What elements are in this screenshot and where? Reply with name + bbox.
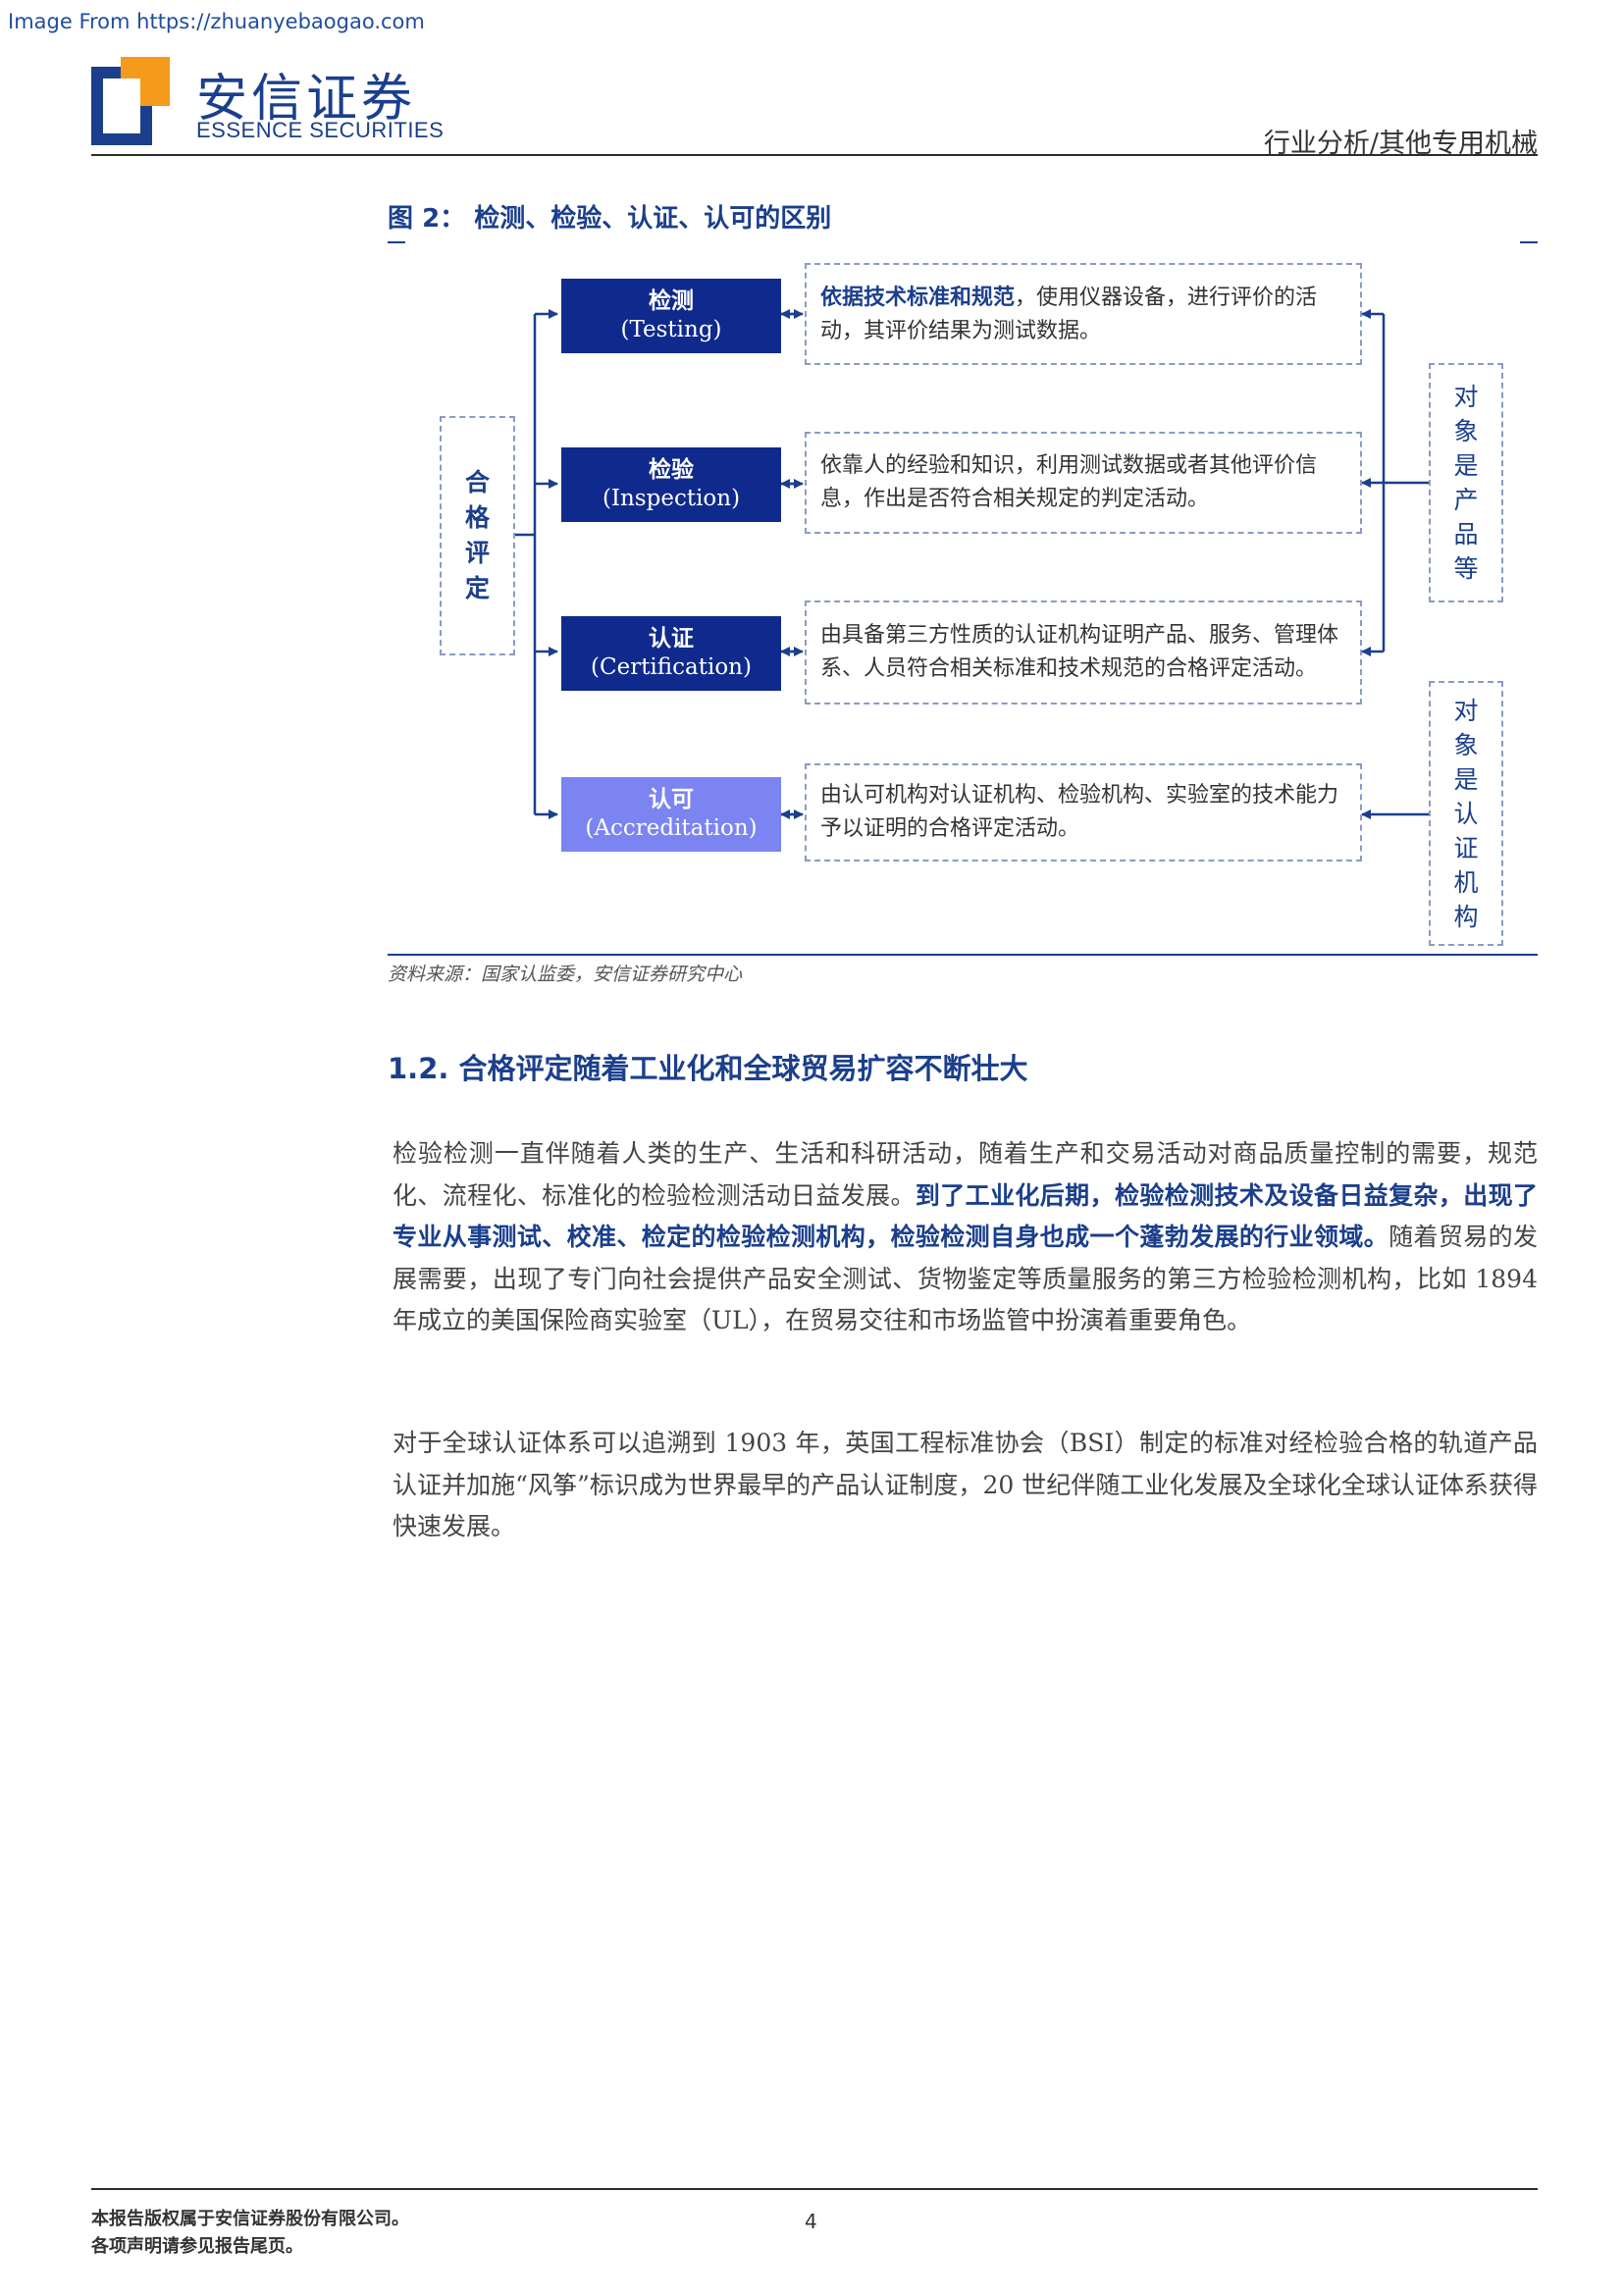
inspection-box: 检验 (Inspection) <box>561 447 781 522</box>
figure-source: 资料来源：国家认监委，安信证券研究中心 <box>388 964 743 985</box>
object-products-label: 对 象 是 产 品 等 <box>1429 363 1503 602</box>
inspection-en: (Inspection) <box>602 486 741 511</box>
section-title: 合格评定随着工业化和全球贸易扩容不断壮大 <box>448 1052 1028 1085</box>
right2-char: 构 <box>1453 902 1479 931</box>
footer-disclaimer: 本报告版权属于安信证券股份有限公司。 各项声明请参见报告尾页。 <box>91 2206 409 2261</box>
left-char: 评 <box>464 539 490 567</box>
left-char: 格 <box>464 502 490 532</box>
right2-char: 是 <box>1453 764 1479 794</box>
paragraph-1-c: 随着贸易的发展需要，出现了专门向社会提供产品安全测试、货物鉴定等质量服务的第三方… <box>393 1223 1538 1334</box>
certification-en: (Certification) <box>591 654 752 680</box>
conformity-assessment-label: 合 格 评 定 <box>440 416 515 655</box>
right1-char: 是 <box>1453 451 1479 480</box>
section-heading: 1.2. 合格评定随着工业化和全球贸易扩容不断壮大 <box>388 1046 1028 1087</box>
figure-title: 图 2： 检测、检验、认证、认可的区别 <box>388 198 831 235</box>
figure-number: 2 <box>422 204 441 234</box>
inspection-description: 依靠人的经验和知识，利用测试数据或者其他评价信息，作出是否符合相关规定的判定活动… <box>805 432 1362 534</box>
section-number: 1.2. <box>388 1052 449 1085</box>
left-char: 合 <box>464 467 490 496</box>
paragraph-1: 检验检测一直伴随着人类的生产、生活和科研活动，随着生产和交易活动对商品质量控制的… <box>393 1133 1538 1342</box>
paragraph-2-a: 对于全球认证体系可以追溯到 1903 年，英国工程标准协会（BSI）制定的标准对… <box>393 1429 1538 1540</box>
accreditation-en: (Accreditation) <box>585 815 758 841</box>
footer-divider <box>91 2188 1538 2190</box>
certification-box: 认证 (Certification) <box>561 616 781 691</box>
essence-logo-icon <box>91 57 170 145</box>
right2-char: 认 <box>1453 799 1479 828</box>
figure-divider <box>388 954 1538 956</box>
accreditation-box: 认可 (Accreditation) <box>561 777 781 852</box>
testing-desc-bold: 依据技术标准和规范 <box>820 284 1016 310</box>
certification-description: 由具备第三方性质的认证机构证明产品、服务、管理体系、人员符合相关标准和技术规范的… <box>805 600 1362 704</box>
right1-char: 品 <box>1453 520 1479 548</box>
right2-char: 机 <box>1453 867 1479 897</box>
inspection-desc-text: 依靠人的经验和知识，利用测试数据或者其他评价信息，作出是否符合相关规定的判定活动… <box>820 453 1318 511</box>
accreditation-description: 由认可机构对认证机构、检验机构、实验室的技术能力予以证明的合格评定活动。 <box>805 763 1362 861</box>
right1-char: 象 <box>1453 417 1479 445</box>
right2-char: 对 <box>1453 696 1479 725</box>
right1-char: 对 <box>1453 383 1479 411</box>
right1-char: 产 <box>1453 486 1479 514</box>
logo-english-name: ESSENCE SECURITIES <box>196 118 445 142</box>
inspection-cn: 检验 <box>649 456 694 484</box>
paragraph-2: 对于全球认证体系可以追溯到 1903 年，英国工程标准协会（BSI）制定的标准对… <box>393 1423 1538 1548</box>
logo-chinese-name: 安信证券 <box>196 70 417 129</box>
testing-en: (Testing) <box>620 317 722 342</box>
left-char: 定 <box>464 574 490 603</box>
testing-box: 检测 (Testing) <box>561 279 781 353</box>
right2-char: 象 <box>1453 730 1479 759</box>
report-category: 行业分析/其他专用机械 <box>1263 129 1538 159</box>
certification-desc-text: 由具备第三方性质的认证机构证明产品、服务、管理体系、人员符合相关标准和技术规范的… <box>820 623 1339 681</box>
accreditation-desc-text: 由认可机构对认证机构、检验机构、实验室的技术能力予以证明的合格评定活动。 <box>820 783 1339 841</box>
figure-tick-left <box>388 241 405 243</box>
page-number: 4 <box>805 2210 817 2233</box>
testing-cn: 检测 <box>649 287 694 315</box>
footer-line-1: 本报告版权属于安信证券股份有限公司。 <box>91 2209 409 2229</box>
accreditation-cn: 认可 <box>649 786 694 813</box>
footer-line-2: 各项声明请参见报告尾页。 <box>91 2236 303 2257</box>
right2-char: 证 <box>1453 833 1479 862</box>
figure-caption: ： 检测、检验、认证、认可的区别 <box>440 204 832 234</box>
object-bodies-label: 对 象 是 认 证 机 构 <box>1429 681 1503 946</box>
testing-desc-text: ，使用仪器设备，进行评价的活动，其评价结果为测试数据。 <box>820 285 1318 343</box>
paragraph-1-a: 检验检测一直伴随着人类的生产、生活和科研活动，随着生产和交易活动对商品质量控制的… <box>393 1139 1538 1210</box>
source-watermark: Image From https://zhuanyebaogao.com <box>8 10 425 33</box>
figure-tick-right <box>1520 241 1538 243</box>
certification-cn: 认证 <box>649 625 694 652</box>
right1-char: 等 <box>1453 554 1479 583</box>
paragraph-1-bold: 到了工业化后期，检验检测技术及设备日益复杂，出现了专业从事测试、校准、检定的检验… <box>393 1180 1538 1252</box>
testing-description: 依据技术标准和规范，使用仪器设备，进行评价的活动，其评价结果为测试数据。 <box>805 263 1362 365</box>
figure-label: 图 <box>388 204 423 234</box>
header-divider <box>91 154 1538 156</box>
